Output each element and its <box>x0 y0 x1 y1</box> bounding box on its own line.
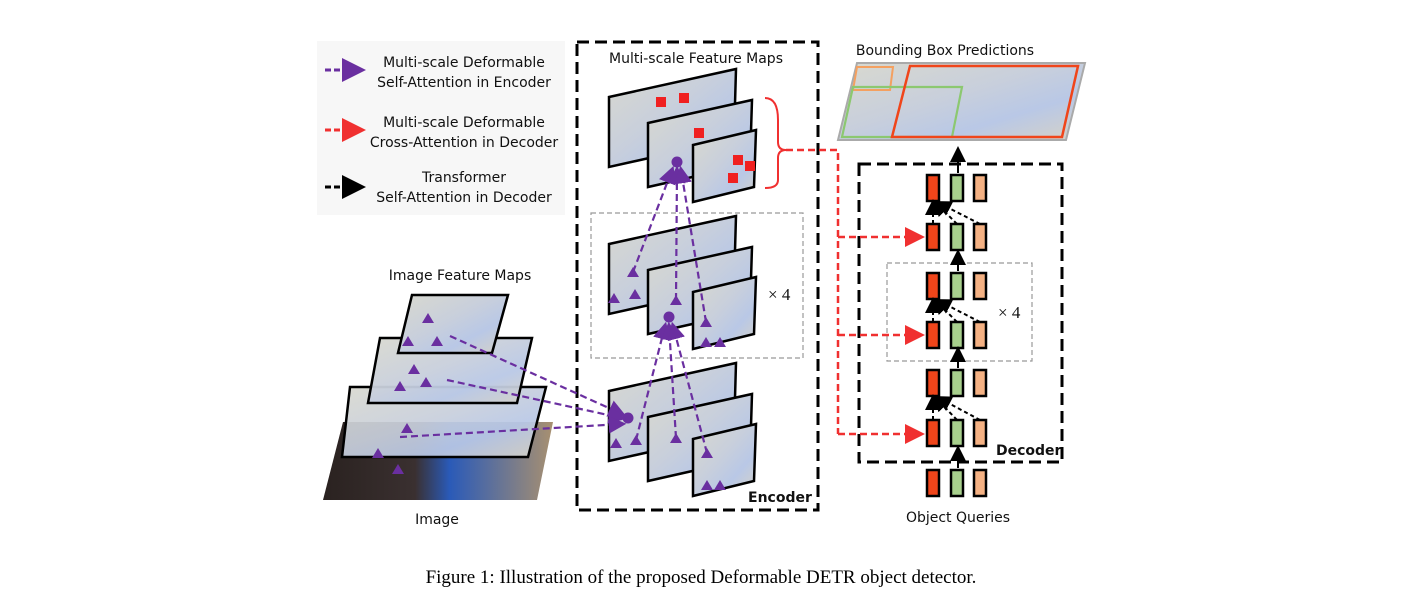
sampling-point-icon <box>394 381 406 391</box>
query-embedding-box <box>949 320 965 350</box>
reference-point-icon <box>745 161 755 171</box>
image-feature-maps: Image Feature Maps Image <box>323 268 553 528</box>
cross-attention-trunk <box>786 148 840 434</box>
sampling-point-icon <box>420 377 432 387</box>
reference-point-icon <box>656 97 666 107</box>
query-point-icon <box>663 311 675 323</box>
image-label: Image <box>415 512 459 528</box>
output-brace <box>764 97 787 189</box>
sampling-point-icon <box>431 336 443 346</box>
decoder-box <box>857 162 1064 464</box>
query-embedding-box <box>925 320 941 350</box>
query-embedding-box <box>972 271 988 301</box>
decoder-self-attention-arrow <box>935 396 981 421</box>
decoder-self-attention-arrow <box>935 201 981 225</box>
query-embedding-box <box>972 368 988 398</box>
sampling-point-icon <box>401 423 413 433</box>
decoder-repeat-label: × 4 <box>998 303 1021 322</box>
encoder-attention-arrow <box>631 165 676 273</box>
object-queries-label: Object Queries <box>906 510 1010 526</box>
sampling-point-icon <box>714 480 726 490</box>
encoder-attention-arrow <box>449 334 627 417</box>
encoder-attention-arrow <box>446 378 627 424</box>
legend-item-2-line-2: Cross-Attention in Decoder <box>370 135 559 151</box>
decoder: Bounding Box Predictions × 4 Decoder Obj… <box>786 43 1087 526</box>
sampling-point-icon <box>372 448 384 458</box>
query-embedding-box <box>949 173 965 203</box>
legend-item-1-line-2: Self-Attention in Encoder <box>377 75 551 91</box>
sampling-point-icon <box>392 464 404 474</box>
sampling-point-icon <box>700 337 712 347</box>
sampling-point-icon <box>422 313 434 323</box>
query-embedding-box <box>949 222 965 252</box>
query-embedding-box <box>925 173 941 203</box>
encoder-attention-arrow <box>661 321 679 439</box>
query-embedding-box <box>972 222 988 252</box>
query-embedding-box <box>925 418 941 448</box>
sampling-point-icon <box>610 438 622 448</box>
decoder-label: Decoder <box>996 443 1062 459</box>
query-embedding-box <box>925 368 941 398</box>
reference-point-icon <box>679 93 689 103</box>
query-embedding-box <box>949 468 965 498</box>
predicted-box-orange <box>851 66 895 91</box>
encoder-label: Encoder <box>748 490 812 506</box>
sampling-point-icon <box>402 336 414 346</box>
encoder-feature-map <box>691 275 758 351</box>
image-feature-maps-label: Image Feature Maps <box>389 268 532 284</box>
reference-point-icon <box>728 173 738 183</box>
sampling-point-icon <box>629 289 641 299</box>
sampling-point-icon <box>408 364 420 374</box>
reference-point-icon <box>694 128 704 138</box>
encoder-feature-map <box>691 422 758 498</box>
legend-item-3-line-2: Self-Attention in Decoder <box>376 190 552 206</box>
query-embedding-box <box>925 222 941 252</box>
query-embedding-box <box>925 271 941 301</box>
legend-item-3-line-1: Transformer <box>421 170 506 186</box>
encoder-feature-map <box>691 128 758 204</box>
query-embedding-box <box>949 368 965 398</box>
query-embedding-box <box>925 468 941 498</box>
encoder-attention-arrow <box>399 415 627 439</box>
multi-scale-feature-maps-label: Multi-scale Feature Maps <box>609 51 783 67</box>
query-embedding-box <box>949 271 965 301</box>
sampling-point-icon <box>701 480 713 490</box>
query-embedding-box <box>949 418 965 448</box>
query-embedding-box <box>972 173 988 203</box>
bounding-box-image <box>836 62 1087 141</box>
legend-item-2-line-1: Multi-scale Deformable <box>383 115 545 131</box>
query-embedding-box <box>972 468 988 498</box>
sampling-point-icon <box>608 293 620 303</box>
encoder-attention-arrow <box>634 321 671 441</box>
query-embedding-box <box>972 418 988 448</box>
query-embedding-box <box>972 320 988 350</box>
encoder-repeat-box <box>590 212 804 359</box>
image-feature-map-small <box>396 293 510 355</box>
bounding-box-predictions-label: Bounding Box Predictions <box>856 43 1034 59</box>
query-point-icon <box>671 156 683 168</box>
decoder-self-attention-arrow <box>935 299 981 323</box>
query-point-icon <box>622 412 634 424</box>
encoder-repeat-label: × 4 <box>768 285 791 304</box>
predicted-box-red <box>890 64 1080 139</box>
encoder-attention-arrow <box>674 165 708 323</box>
figure-caption: Figure 1: Illustration of the proposed D… <box>426 567 977 588</box>
legend: Multi-scale Deformable Self-Attention in… <box>317 41 565 215</box>
encoder-box <box>575 40 820 512</box>
legend-item-1-line-1: Multi-scale Deformable <box>383 55 545 71</box>
reference-point-icon <box>733 155 743 165</box>
sampling-point-icon <box>714 337 726 347</box>
